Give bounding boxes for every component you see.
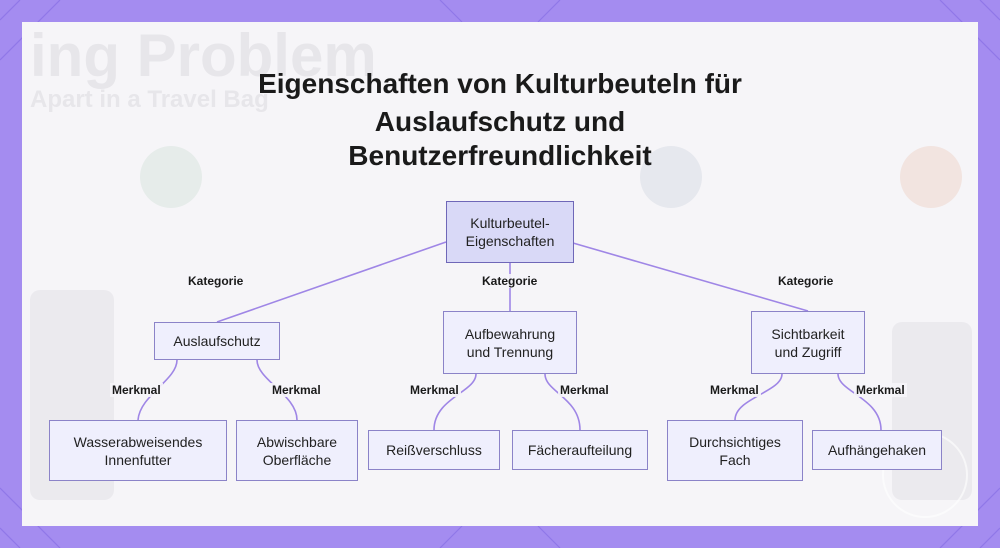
edge-label-feature: Merkmal [558,383,611,397]
edge-label-feature: Merkmal [854,383,907,397]
node-category-auslaufschutz: Auslaufschutz [154,322,280,360]
edge-label-feature: Merkmal [708,383,761,397]
edge-label-category: Kategorie [480,274,539,288]
node-category-aufbewahrung: Aufbewahrung und Trennung [443,311,577,374]
edge-sichtbarkeit-fach [735,374,782,420]
edge-root-auslaufschutz [217,242,446,322]
node-feature-durchsichtig: Durchsichtiges Fach [667,420,803,481]
node-category-sichtbarkeit: Sichtbarkeit und Zugriff [751,311,865,374]
edge-label-feature: Merkmal [110,383,163,397]
node-feature-haken: Aufhängehaken [812,430,942,470]
node-feature-faecheraufteilung: Fächeraufteilung [512,430,648,470]
node-feature-wasserabweisend: Wasserabweisendes Innenfutter [49,420,227,481]
edge-label-category: Kategorie [186,274,245,288]
edge-label-feature: Merkmal [408,383,461,397]
edge-root-sichtbarkeit [573,243,808,311]
node-feature-abwischbar: Abwischbare Oberfläche [236,420,358,481]
edge-label-category: Kategorie [776,274,835,288]
node-feature-reissverschluss: Reißverschluss [368,430,500,470]
edge-label-feature: Merkmal [270,383,323,397]
node-root: Kulturbeutel- Eigenschaften [446,201,574,263]
